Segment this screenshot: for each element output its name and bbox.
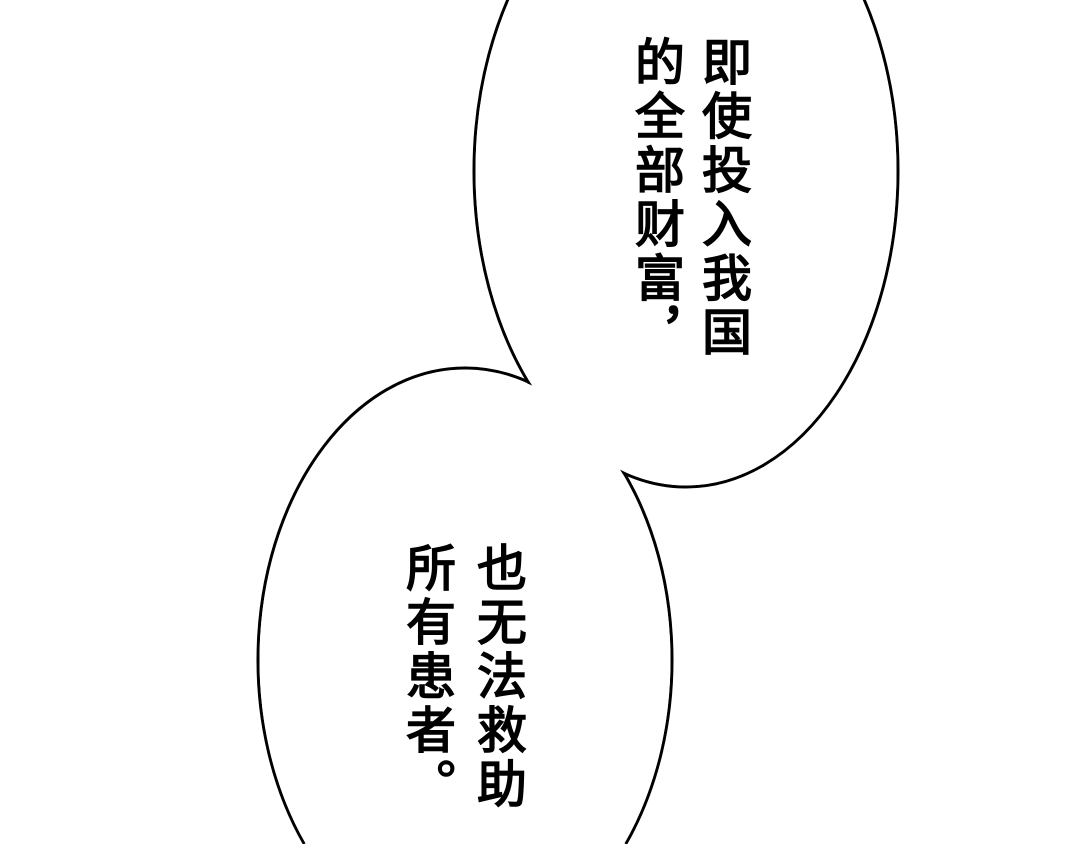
bubble-1-line-1: 即使投入我国 (694, 36, 752, 360)
bubble-2-fill (259, 369, 671, 844)
bubble-1-outline (472, 0, 900, 489)
bubble-1-fill (475, 0, 897, 486)
bubble-1-line-2: 的全部财富， (627, 36, 685, 360)
bubble-2-outline (256, 366, 674, 844)
bubble-2-line-2: 所有患者。 (398, 542, 456, 812)
bubble-2-line-1: 也无法救助 (469, 542, 527, 812)
